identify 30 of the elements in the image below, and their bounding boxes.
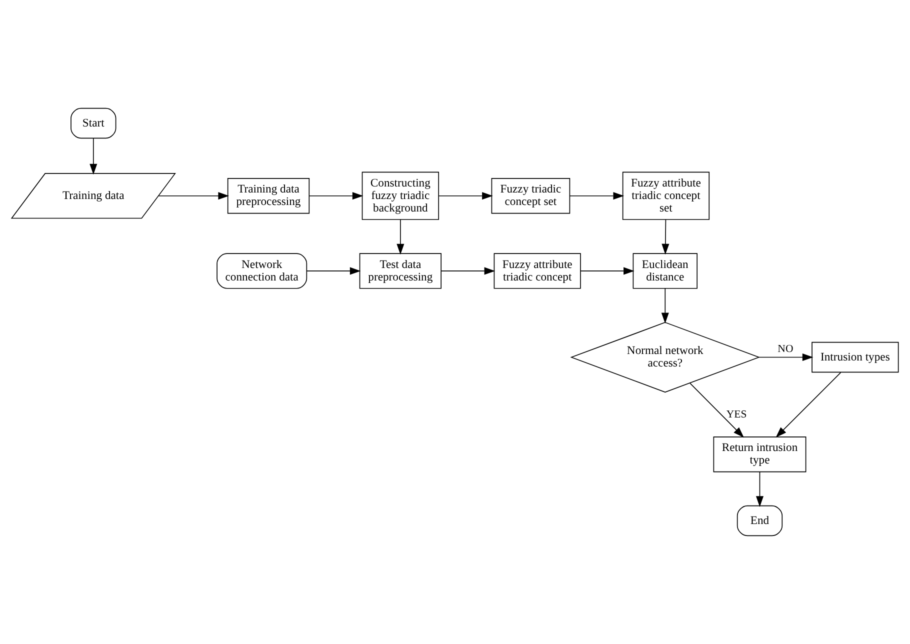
node-diamond: Normal network access?: [570, 322, 760, 393]
arrow: [690, 382, 744, 438]
arrow: [661, 288, 669, 324]
node-box: Network connection data: [216, 253, 308, 289]
node-box: End: [736, 505, 783, 536]
arrow: [438, 192, 493, 200]
arrow: [396, 219, 404, 255]
arrow: [662, 219, 670, 255]
edge-label: YES: [726, 408, 747, 420]
arrow: [440, 267, 496, 275]
arrow: [758, 354, 814, 362]
node-box: Training data preprocessing: [227, 178, 310, 214]
arrow: [308, 192, 364, 200]
arrow: [90, 138, 98, 175]
node-box: Return intrusion type: [713, 436, 806, 472]
arrow: [569, 192, 624, 200]
node-box: Euclidean distance: [632, 253, 698, 289]
arrow: [756, 471, 764, 507]
node-box: Fuzzy triadic concept set: [491, 178, 570, 214]
node-box: Constructing fuzzy triadic background: [362, 172, 440, 220]
node-box: Intrusion types: [812, 342, 899, 373]
node-box: Start: [70, 108, 116, 139]
arrow: [158, 192, 230, 200]
arrow: [580, 267, 634, 275]
node-box: Fuzzy attribute triadic concept set: [622, 172, 710, 220]
arrow: [306, 267, 361, 275]
node-box: Fuzzy attribute triadic concept: [494, 253, 581, 289]
arrow: [776, 372, 842, 438]
node-box: Test data preprocessing: [359, 253, 442, 289]
edge-label: NO: [778, 342, 794, 355]
